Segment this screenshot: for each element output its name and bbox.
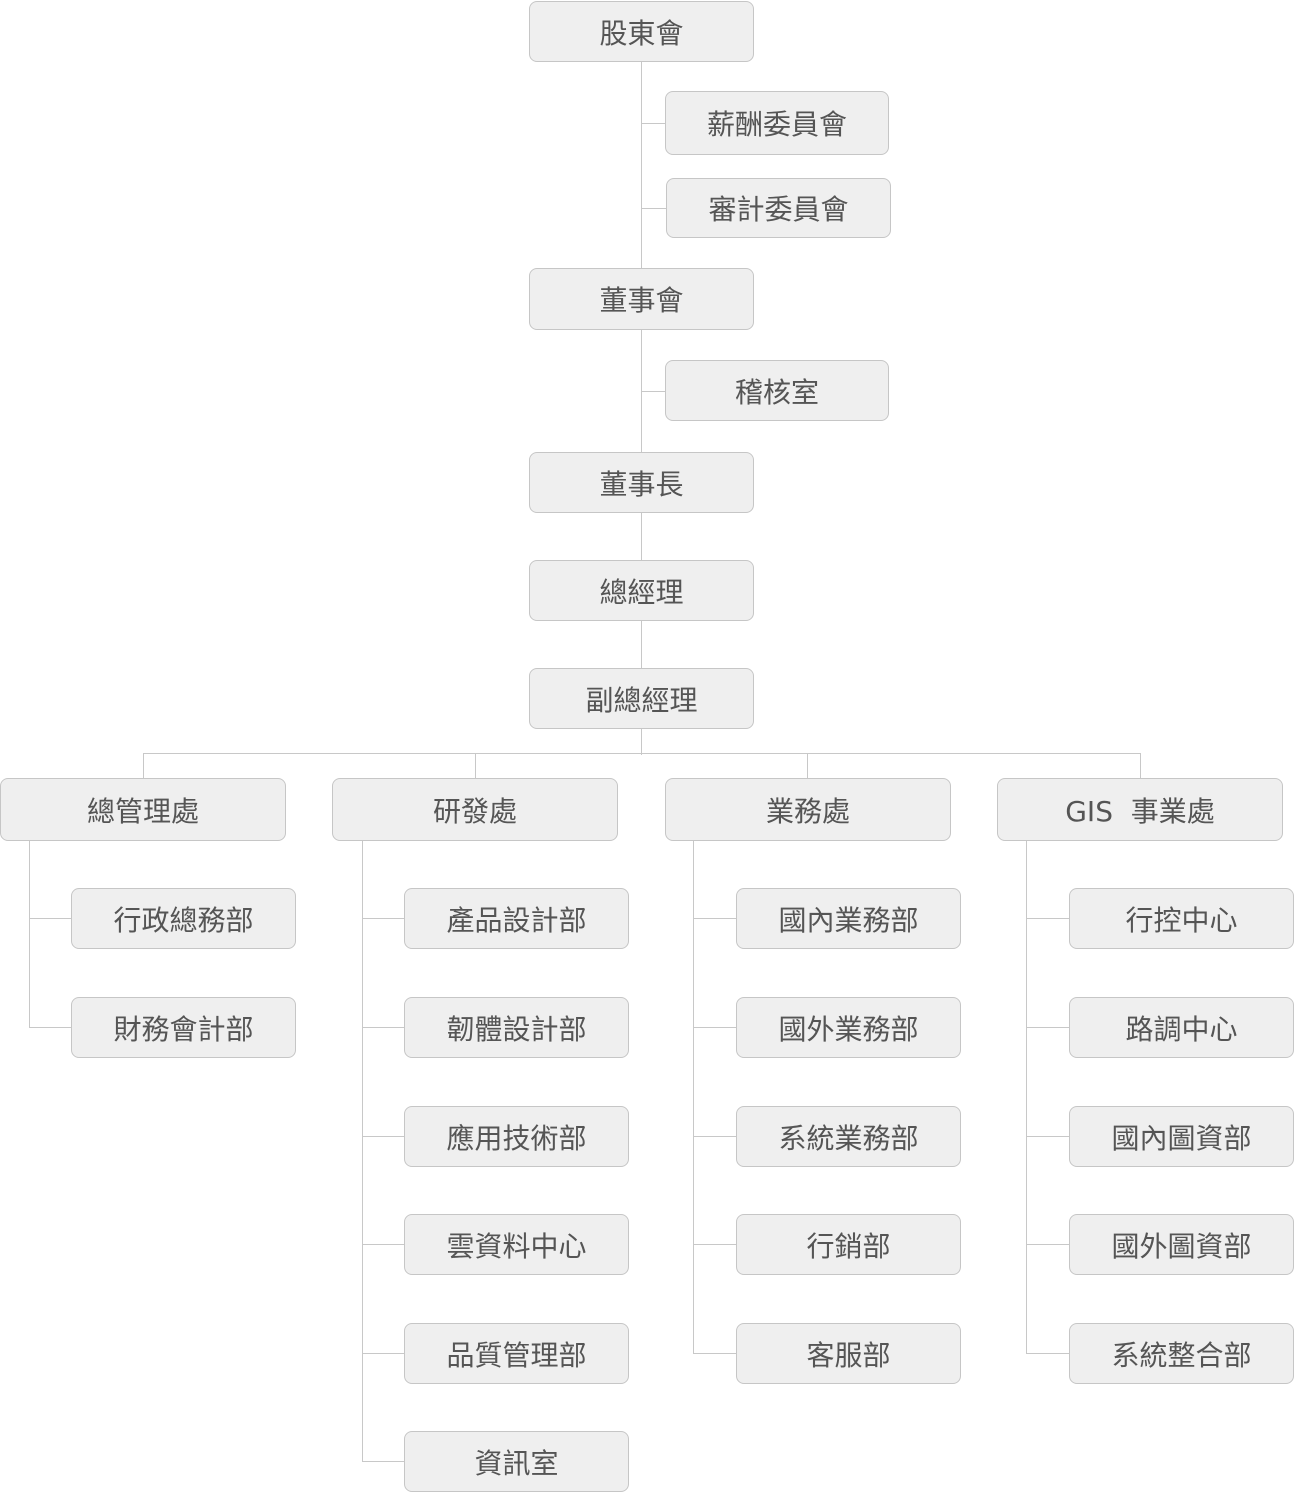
node-department: 客服部 [736,1323,961,1384]
node-department: 國外業務部 [736,997,961,1058]
node-department: 行控中心 [1069,888,1294,949]
connector-line [1026,1244,1069,1245]
connector-line [362,1461,404,1462]
connector-line [475,753,476,778]
node-division: GIS 事業處 [997,778,1283,841]
node-division: 業務處 [665,778,951,841]
node-department: 系統業務部 [736,1106,961,1167]
node-division: 總管理處 [0,778,286,841]
node-department: 品質管理部 [404,1323,629,1384]
connector-line [362,841,363,1461]
node-department: 應用技術部 [404,1106,629,1167]
node-department: 雲資料中心 [404,1214,629,1275]
node-department: 路調中心 [1069,997,1294,1058]
node-department: 產品設計部 [404,888,629,949]
connector-line [143,753,1141,754]
node-deputy-general-manager: 副總經理 [529,668,754,729]
connector-line [362,1136,404,1137]
connector-line [1026,918,1069,919]
connector-line [362,1027,404,1028]
node-department: 行政總務部 [71,888,296,949]
node-audit-committee: 審計委員會 [666,178,891,238]
node-shareholders: 股東會 [529,1,754,62]
connector-line [29,918,71,919]
node-department: 行銷部 [736,1214,961,1275]
connector-line [641,208,666,209]
connector-line [1026,1027,1069,1028]
connector-line [362,918,404,919]
connector-line [1026,841,1027,1353]
node-board: 董事會 [529,268,754,330]
connector-line [641,60,642,755]
node-compensation-committee: 薪酬委員會 [665,91,889,155]
node-department: 系統整合部 [1069,1323,1294,1384]
node-chairman: 董事長 [529,452,754,513]
connector-line [693,1353,736,1354]
connector-line [362,1353,404,1354]
node-department: 資訊室 [404,1431,629,1492]
node-division: 研發處 [332,778,618,841]
connector-line [143,753,144,778]
connector-line [641,391,666,392]
connector-line [807,753,808,778]
connector-line [693,1136,736,1137]
connector-line [641,123,666,124]
connector-line [1026,1136,1069,1137]
node-department: 國內業務部 [736,888,961,949]
connector-line [693,1027,736,1028]
connector-line [693,918,736,919]
connector-line [1140,753,1141,778]
node-department: 韌體設計部 [404,997,629,1058]
connector-line [29,841,30,1027]
connector-line [29,1027,71,1028]
node-department: 國內圖資部 [1069,1106,1294,1167]
connector-line [362,1244,404,1245]
node-department: 國外圖資部 [1069,1214,1294,1275]
connector-line [693,841,694,1353]
connector-line [693,1244,736,1245]
node-audit-office: 稽核室 [665,360,889,421]
connector-line [1026,1353,1069,1354]
node-department: 財務會計部 [71,997,296,1058]
node-general-manager: 總經理 [529,560,754,621]
